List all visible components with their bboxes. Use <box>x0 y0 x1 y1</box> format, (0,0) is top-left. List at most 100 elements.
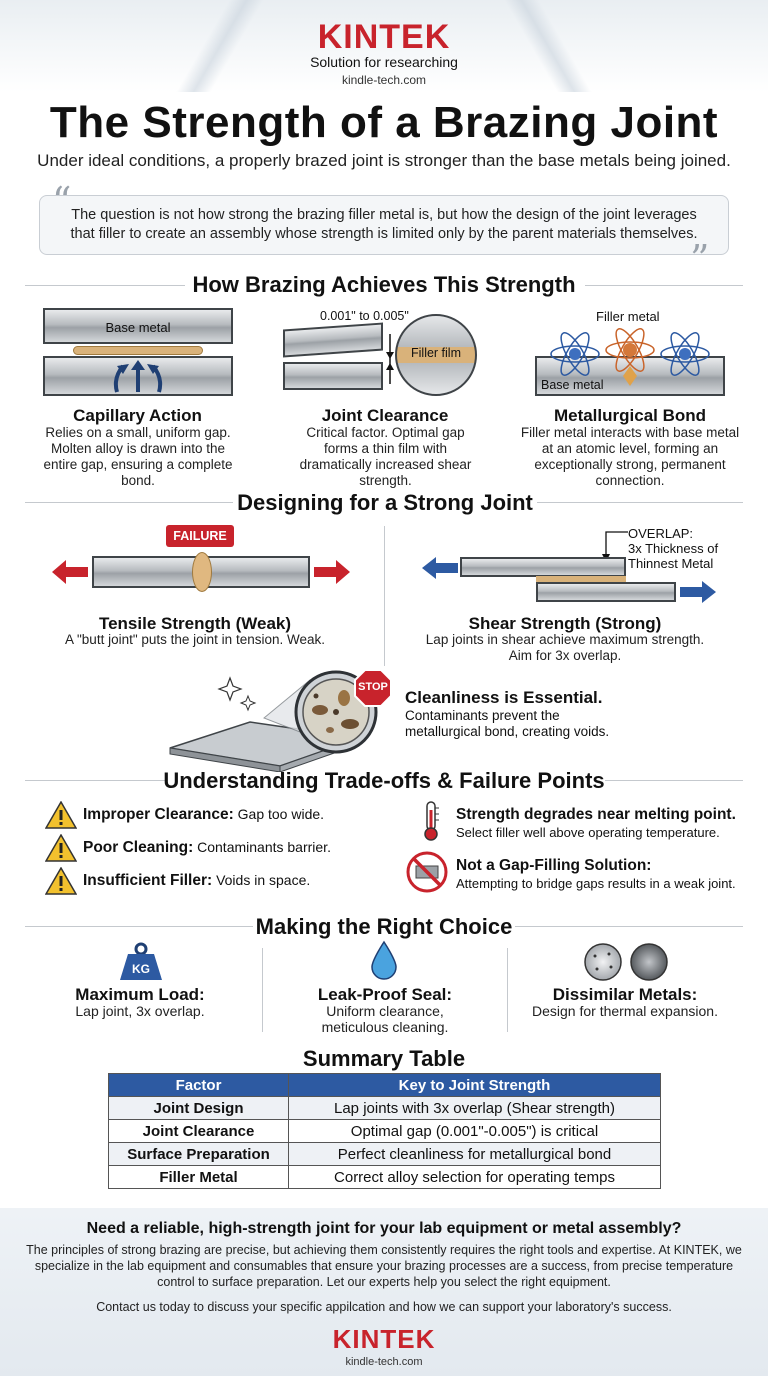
table-header-row: Factor Key to Joint Strength <box>108 1073 661 1097</box>
cta-heading: Need a reliable, high-strength joint for… <box>86 1220 682 1237</box>
weight-icon-text: KG <box>132 962 150 976</box>
overlap-line1: OVERLAP: <box>628 526 694 541</box>
section-heading-designing: Designing for a Strong Joint <box>237 490 533 515</box>
divider <box>25 780 165 781</box>
key-quote: The question is not how strong the brazi… <box>39 195 729 255</box>
summary-table: Factor Key to Joint Strength Joint Desig… <box>108 1073 661 1189</box>
shear-desc1: Lap joints in shear achieve maximum stre… <box>425 632 705 647</box>
tradeoff-label: Poor Cleaning: <box>83 839 194 856</box>
cleanliness-title: Cleanliness is Essential. <box>405 688 603 707</box>
cta-body: The principles of strong brazing are pre… <box>26 1243 742 1289</box>
atom-icon <box>550 328 710 386</box>
plate-bottom <box>283 362 383 390</box>
butt-filler <box>192 552 212 592</box>
table-header-key: Key to Joint Strength <box>288 1073 661 1097</box>
cleanliness-desc1: Contaminants prevent the <box>405 708 560 723</box>
section-heading-strength: How Brazing Achieves This Strength <box>192 272 576 297</box>
tradeoff-gap-desc: Attempting to bridge gaps results in a w… <box>456 876 736 891</box>
capillary-illustration: Base metal <box>43 308 233 398</box>
clearance-title: Joint Clearance <box>321 406 449 425</box>
dissimilar-metals-icon <box>584 943 668 981</box>
filler-layer <box>73 346 203 355</box>
shear-desc2: Aim for 3x overlap. <box>508 648 622 663</box>
tradeoff-melting-title: Strength degrades near melting point. <box>456 806 736 823</box>
choice-load-title: Maximum Load: <box>75 985 205 1004</box>
capillary-arrows-icon <box>113 360 163 393</box>
vertical-divider <box>262 948 263 1032</box>
choice-load-desc: Lap joint, 3x overlap. <box>75 1003 205 1019</box>
bond-base-label: Base metal <box>541 378 604 392</box>
warning-icon <box>45 834 77 862</box>
table-cell-factor: Joint Design <box>108 1096 289 1120</box>
choice-metals-title: Dissimilar Metals: <box>552 985 698 1004</box>
vertical-divider <box>384 526 385 666</box>
tradeoff-gap-title: Not a Gap-Filling Solution: <box>456 857 652 874</box>
stop-sign-text: STOP <box>358 681 388 693</box>
table-cell-factor: Filler Metal <box>108 1165 289 1189</box>
clearance-dimension: 0.001" to 0.005" <box>320 309 409 323</box>
tradeoff-melting-desc: Select filler well above operating tempe… <box>456 825 720 840</box>
stop-sign-icon <box>354 669 392 707</box>
tensile-title: Tensile Strength (Weak) <box>98 614 292 633</box>
close-quote-icon: ” <box>690 237 710 281</box>
header-background <box>0 0 768 92</box>
weight-icon <box>120 942 162 980</box>
butt-joint-plate-right <box>204 556 310 588</box>
thermometer-icon <box>424 801 439 841</box>
tradeoff-label: Improper Clearance: <box>83 806 234 823</box>
choice-metals-desc: Design for thermal expansion. <box>532 1003 718 1019</box>
divider <box>25 502 233 503</box>
shear-left-arrow-icon <box>422 557 458 579</box>
clearance-illustration: Filler film <box>283 314 493 396</box>
overlap-label: OVERLAP: 3x Thickness of Thinnest Metal <box>628 526 718 571</box>
failure-badge: FAILURE <box>166 525 234 547</box>
page-subtitle: Under ideal conditions, a properly braze… <box>37 151 731 170</box>
table-cell-key: Perfect cleanliness for metallurgical bo… <box>288 1142 661 1166</box>
tradeoff-filler: Insufficient Filler: Voids in space. <box>83 872 310 890</box>
clearance-desc: Critical factor. Optimal gap forms a thi… <box>299 425 472 488</box>
tradeoff-clearance: Improper Clearance: Gap too wide. <box>83 806 324 824</box>
capillary-desc: Relies on a small, uniform gap. Molten a… <box>43 425 233 488</box>
tradeoff-text: Gap too wide. <box>233 806 325 822</box>
lap-plate-top <box>460 557 626 577</box>
brand-tagline: Solution for researching <box>310 54 458 70</box>
brand-logo[interactable]: KINTEK <box>317 18 451 56</box>
divider <box>605 780 743 781</box>
tradeoff-cleaning: Poor Cleaning: Contaminants barrier. <box>83 839 331 857</box>
water-drop-icon <box>371 940 397 980</box>
brand-site[interactable]: kindle-tech.com <box>341 73 427 87</box>
tradeoff-text: Voids in space. <box>212 872 311 888</box>
filler-metal-label: Filler metal <box>596 309 660 324</box>
vertical-divider <box>507 948 508 1032</box>
section-heading-choice: Making the Right Choice <box>255 914 513 939</box>
left-arrow-icon <box>52 560 88 584</box>
no-gap-fill-icon <box>406 851 448 893</box>
filler-film-label: Filler film <box>411 346 461 360</box>
cleanliness-desc2: metallurgical bond, creating voids. <box>405 724 610 739</box>
cta-contact[interactable]: Contact us today to discuss your specifi… <box>96 1300 672 1314</box>
shear-right-arrow-icon <box>680 581 716 603</box>
bond-illustration: Base metal <box>535 326 725 398</box>
warning-icon <box>45 801 77 829</box>
magnifier-circle <box>395 314 477 396</box>
overlap-line3: Thinnest Metal <box>628 556 714 571</box>
footer-site[interactable]: kindle-tech.com <box>345 1356 423 1368</box>
tradeoff-label: Insufficient Filler: <box>83 872 213 889</box>
lap-plate-bottom <box>536 582 676 602</box>
overlap-line2: 3x Thickness of <box>628 541 719 556</box>
table-cell-key: Lap joints with 3x overlap (Shear streng… <box>288 1096 661 1120</box>
footer-logo[interactable]: KINTEK <box>332 1324 436 1354</box>
table-cell-factor: Joint Clearance <box>108 1119 289 1143</box>
butt-joint-plate-left <box>92 556 200 588</box>
table-header-factor: Factor <box>108 1073 289 1097</box>
tensile-desc: A "butt joint" puts the joint in tension… <box>65 632 325 647</box>
base-metal-label: Base metal <box>105 320 171 335</box>
tradeoff-text: Contaminants barrier. <box>193 839 331 855</box>
table-cell-factor: Surface Preparation <box>108 1142 289 1166</box>
lap-filler <box>536 576 626 582</box>
table-cell-key: Optimal gap (0.001"-0.005") is critical <box>288 1119 661 1143</box>
capillary-title: Capillary Action <box>73 406 202 425</box>
